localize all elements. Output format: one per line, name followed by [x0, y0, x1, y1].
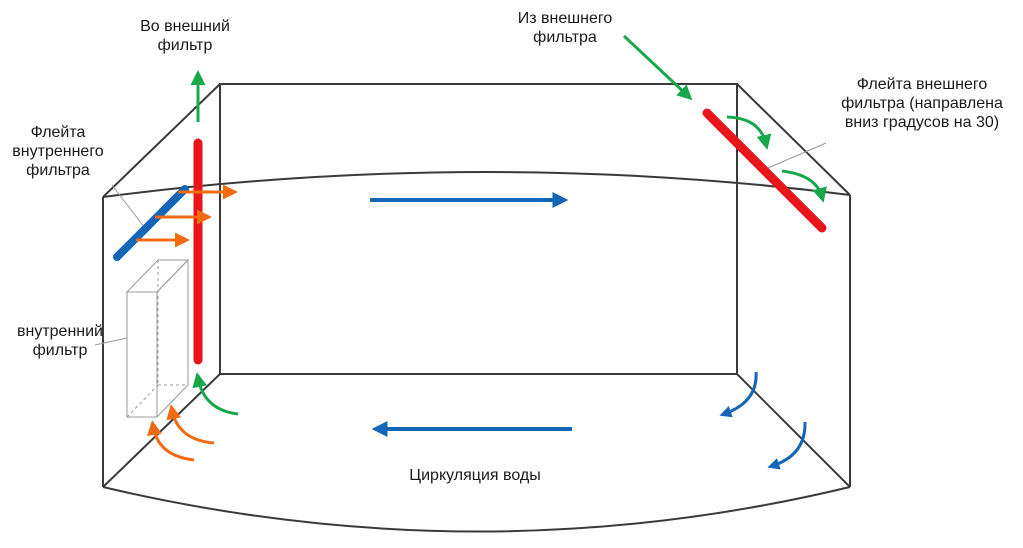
label-external-spray-bar-line3: вниз градусов на 30) — [844, 114, 1000, 131]
circulation-curve-2 — [767, 421, 807, 470]
label-to-external-filter: Во внешний фильтр — [140, 17, 230, 55]
label-external-spray-bar-line2: фильтра (направлена — [841, 95, 1003, 112]
tank-bottom-ellipse — [102, 486, 851, 533]
leader-external-spray-bar — [767, 142, 827, 169]
label-from-external-filter-line2: фильтра — [533, 29, 597, 46]
leader-lines — [94, 142, 827, 346]
label-internal-spray-bar-line1: Флейта — [30, 124, 86, 141]
tank-edge-top-right — [736, 83, 851, 196]
circulation-curve-1 — [719, 371, 758, 418]
green-curve-2 — [781, 169, 827, 203]
internal-filter-inflow-arrows — [147, 404, 215, 462]
label-internal-filter-line2: фильтр — [32, 342, 88, 359]
label-external-spray-bar: Флейта внешнего фильтра (направлена вниз… — [827, 75, 1017, 132]
tank-back-wall — [219, 83, 738, 375]
label-internal-spray-bar: Флейта внутреннего фильтра — [2, 123, 114, 180]
label-internal-filter-line1: внутренний — [16, 323, 103, 340]
orange-curve-1 — [166, 404, 215, 445]
label-from-external-filter-line1: Из внешнего — [517, 10, 613, 27]
tank-edge-top-left — [102, 83, 221, 198]
tank-outline — [102, 83, 851, 533]
label-internal-filter: внутренний фильтр — [4, 322, 116, 360]
external-spray-bar — [702, 108, 827, 233]
leader-internal-filter — [94, 337, 128, 346]
spray-bar-outflow-arrows — [726, 115, 827, 203]
label-external-spray-bar-line1: Флейта внешнего — [856, 76, 988, 93]
leader-internal-spray-bar — [111, 184, 149, 233]
internal-spray-flow-arrows — [136, 184, 238, 248]
water-circulation-arrows — [370, 192, 807, 470]
internal-filter-box — [125, 258, 190, 419]
label-water-circulation: Циркуляция воды — [409, 467, 541, 484]
intake-inflow-arrow — [192, 372, 239, 416]
tank-edge-bottom-right — [736, 373, 851, 488]
tank-top-ellipse — [102, 171, 851, 198]
label-internal-spray-bar-line2: внутреннего — [12, 143, 104, 160]
green-curve-1 — [726, 115, 772, 150]
label-internal-spray-bar-line3: фильтра — [26, 162, 90, 179]
label-from-external-filter: Из внешнего фильтра — [510, 9, 620, 47]
from-external-filter-arrow — [622, 34, 693, 101]
label-to-external-filter-line1: Во внешний — [140, 18, 230, 35]
internal-spray-bar — [113, 185, 189, 261]
orange-curve-2 — [147, 420, 195, 462]
label-to-external-filter-line2: фильтр — [157, 37, 213, 54]
